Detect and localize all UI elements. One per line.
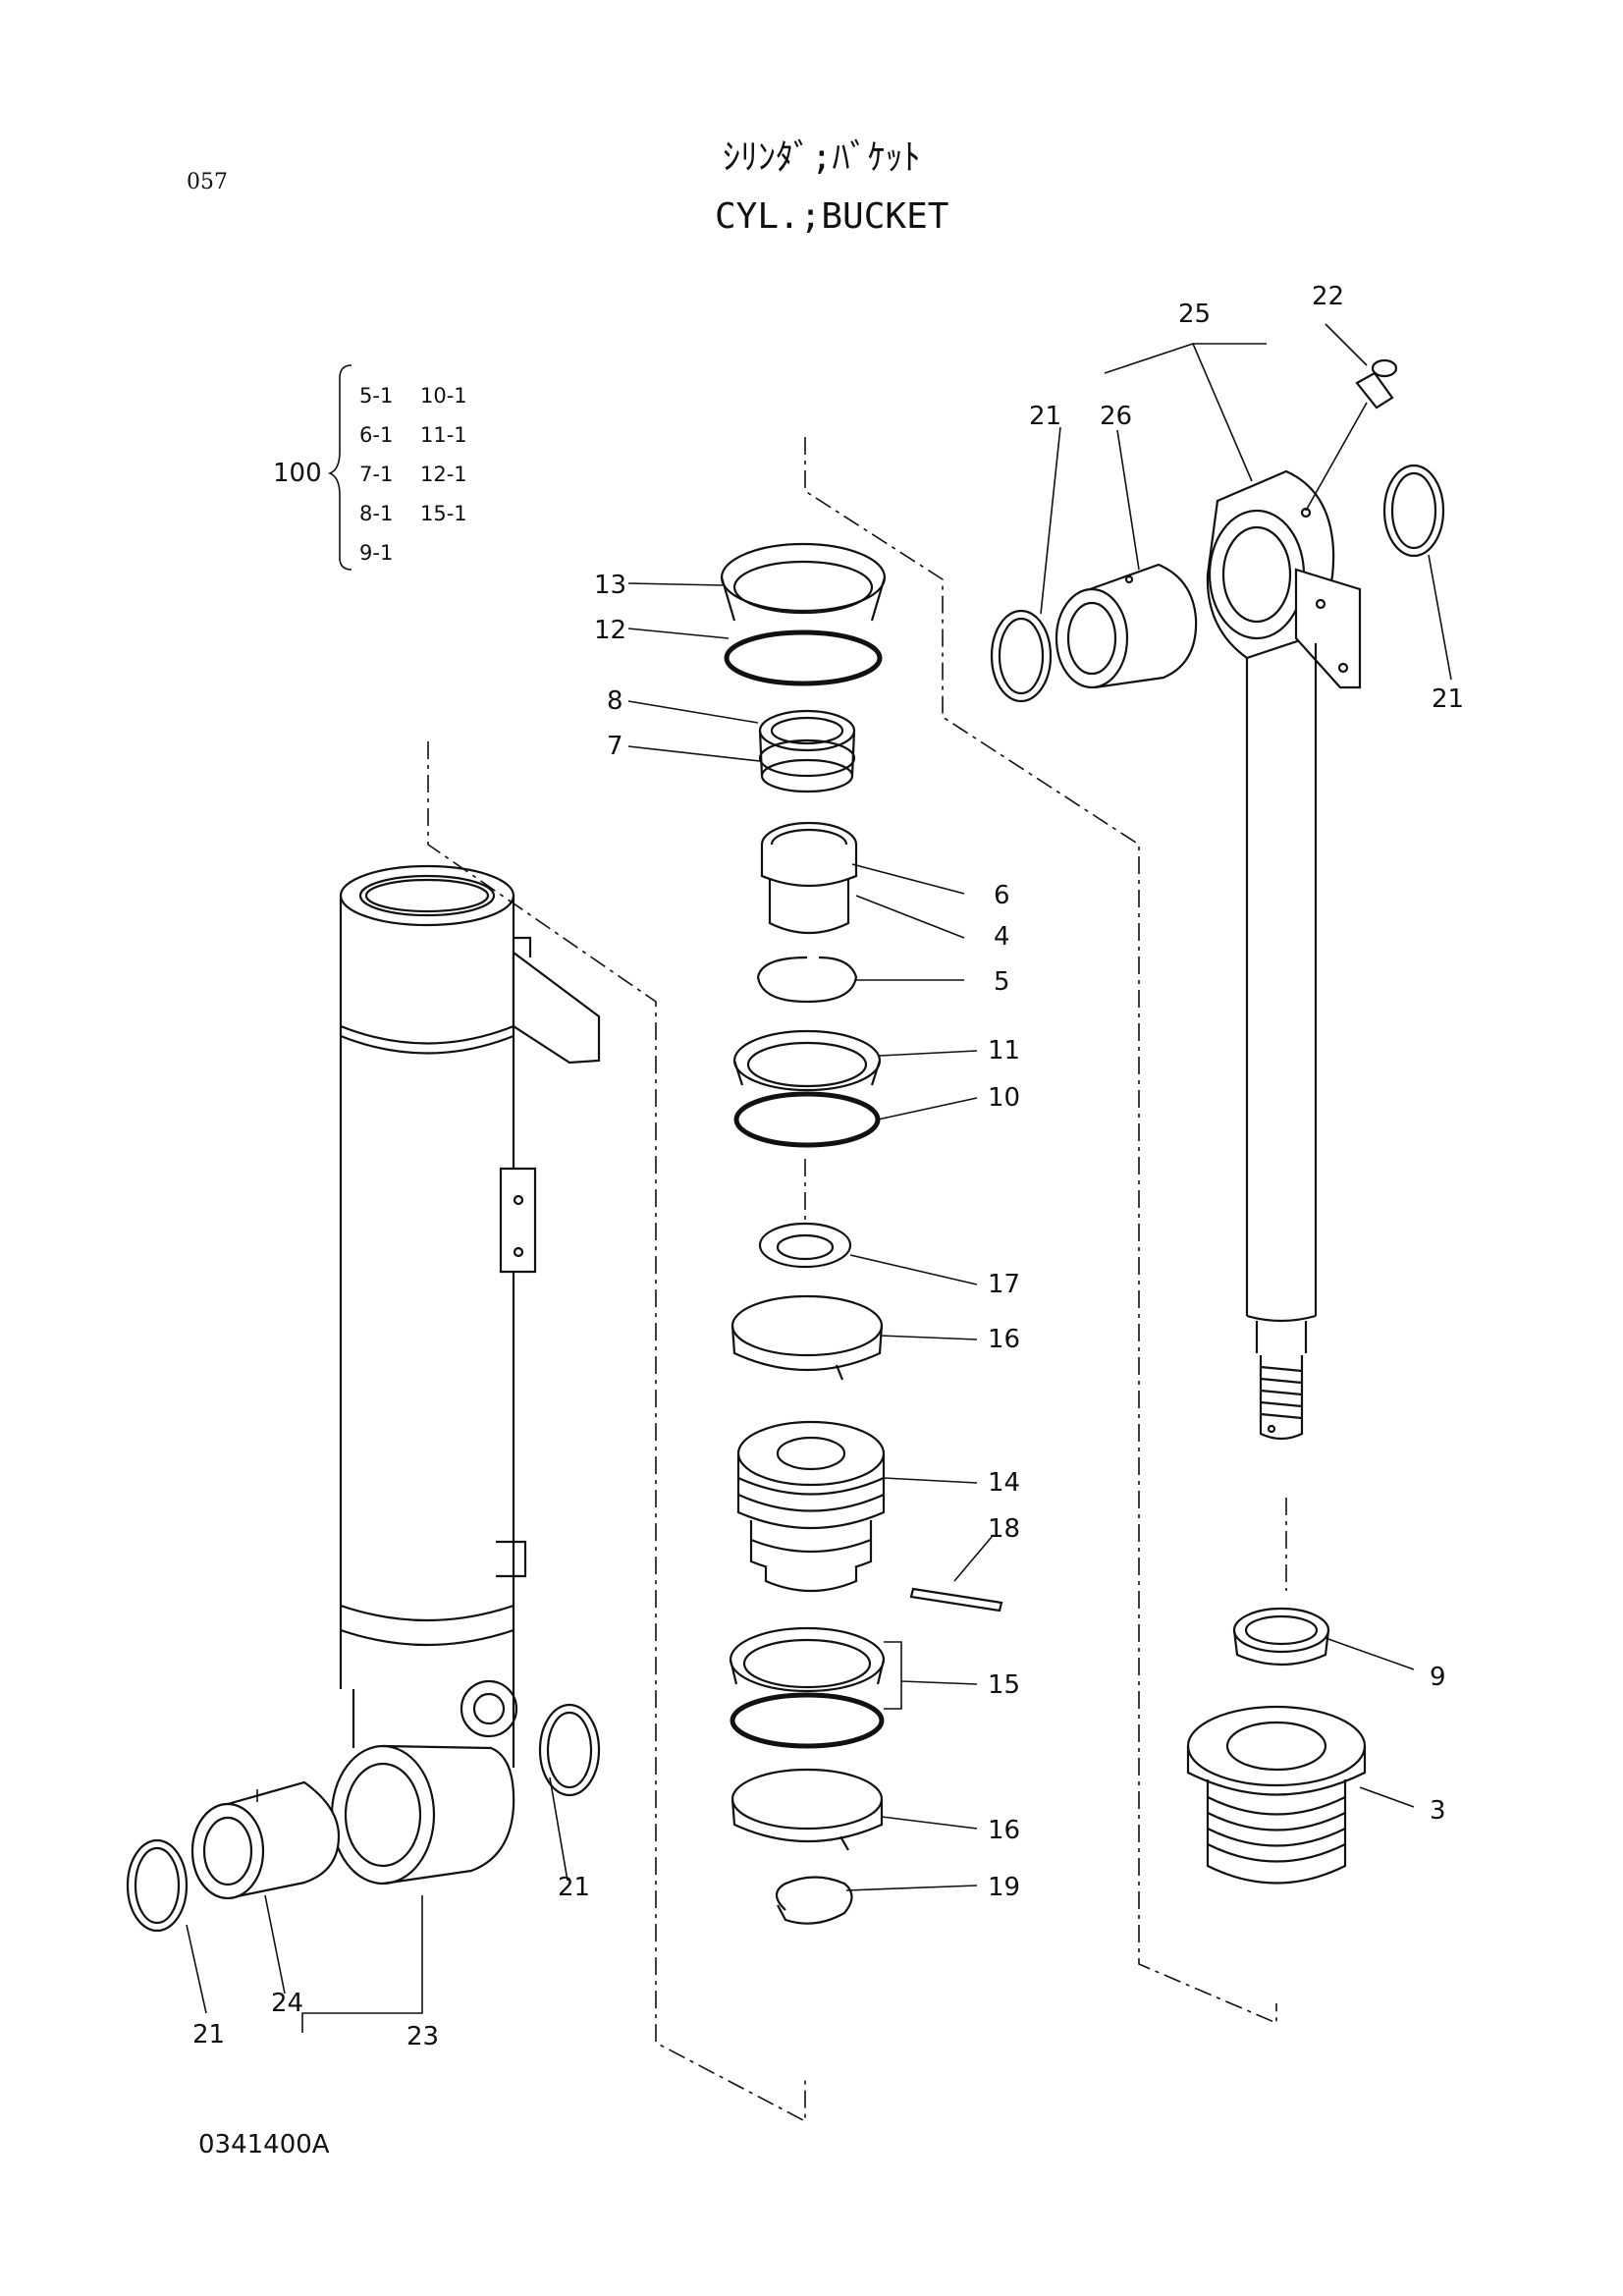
part-6-4-bushing — [760, 821, 858, 935]
callout-8: 8 — [607, 686, 623, 716]
callout-7: 7 — [607, 732, 623, 761]
kit-row-4-col-2: 15-1 — [420, 502, 467, 525]
title-english: CYL.;BUCKET — [715, 196, 948, 237]
callout-17: 17 — [988, 1270, 1020, 1299]
rod-eye-plate — [1294, 568, 1362, 689]
dust-seal-left — [126, 1838, 189, 1933]
callout-21-tube-right: 21 — [558, 1873, 590, 1902]
callouts: 13 12 8 7 6 4 5 11 10 17 16 14 18 15 16 … — [192, 282, 1464, 2051]
callout-14: 14 — [988, 1468, 1020, 1498]
callout-10: 10 — [988, 1083, 1020, 1113]
callout-24: 24 — [271, 1989, 303, 2018]
part-16-wear-ring-lower — [730, 1768, 884, 1851]
title-japanese: ｼﾘﾝﾀﾞ;ﾊﾞｹｯﾄ — [723, 137, 921, 178]
part-5-snap-ring — [756, 956, 858, 1004]
part-22-grease-fitting — [1300, 358, 1398, 519]
callout-22: 22 — [1312, 282, 1344, 311]
part-3-rod-cover — [1186, 1705, 1367, 1885]
page-number: 057 — [187, 170, 228, 194]
part-16-wear-ring-upper — [730, 1294, 884, 1381]
part-15-piston-seal — [729, 1626, 886, 1749]
callout-26: 26 — [1100, 402, 1132, 431]
callout-12: 12 — [594, 616, 626, 645]
callout-21-rod-left: 21 — [1029, 402, 1061, 431]
kit-row-1-col-1: 5-1 — [359, 384, 393, 408]
callout-18: 18 — [988, 1514, 1020, 1544]
leader-lines — [186, 323, 1452, 2033]
part-18-pin — [909, 1587, 1003, 1613]
callout-9: 9 — [1430, 1663, 1446, 1692]
dust-seal-tube-right — [538, 1703, 601, 1797]
kit-table: 100 5-1 10-1 6-1 11-1 7-1 12-1 8-1 15-1 … — [273, 364, 467, 571]
callout-23: 23 — [406, 2022, 439, 2051]
piston-rod — [1206, 469, 1362, 1441]
kit-row-2-col-1: 6-1 — [359, 423, 393, 447]
part-10-o-ring — [733, 1091, 881, 1148]
kit-row-5-col-1: 9-1 — [359, 541, 393, 565]
dust-seal-rod-right — [1382, 464, 1445, 558]
part-12-o-ring — [724, 629, 883, 686]
tube-port-boss — [460, 1679, 518, 1738]
callout-25: 25 — [1178, 300, 1211, 329]
kit-number: 100 — [273, 459, 322, 488]
callout-21-tube-left: 21 — [192, 2020, 225, 2050]
part-8-7-seal — [758, 709, 856, 793]
tube-eye — [330, 1744, 436, 1886]
dust-seal-rod-left — [990, 609, 1053, 703]
kit-row-4-col-1: 8-1 — [359, 502, 393, 525]
kit-row-1-col-2: 10-1 — [420, 384, 467, 408]
callout-3: 3 — [1430, 1796, 1446, 1826]
drawing-number: 0341400A — [198, 2130, 330, 2159]
callout-4: 4 — [994, 922, 1010, 952]
part-17-cushion-ring — [758, 1222, 852, 1269]
callout-21-rod-right: 21 — [1432, 684, 1464, 714]
callout-16-upper: 16 — [988, 1325, 1020, 1354]
part-19-retaining-ring — [775, 1876, 853, 1925]
part-9-rod-seal — [1232, 1607, 1330, 1667]
kit-row-3-col-1: 7-1 — [359, 463, 393, 486]
kit-brace — [327, 364, 352, 571]
callout-19: 19 — [988, 1873, 1020, 1902]
tube-upper-bracket — [512, 950, 601, 1065]
callout-16-lower: 16 — [988, 1816, 1020, 1845]
callout-13: 13 — [594, 571, 626, 600]
tube-bushing — [190, 1780, 341, 1900]
kit-row-3-col-2: 12-1 — [420, 463, 467, 486]
part-14-piston — [736, 1420, 886, 1593]
part-13-wiper-ring — [720, 542, 887, 622]
callout-6: 6 — [994, 881, 1010, 910]
callout-5: 5 — [994, 967, 1010, 997]
callout-11: 11 — [988, 1036, 1020, 1066]
tube-side-plate — [499, 1167, 537, 1274]
part-11-backup-ring — [732, 1029, 882, 1092]
cylinder-tube — [330, 864, 601, 1886]
callout-15: 15 — [988, 1670, 1020, 1700]
kit-row-2-col-2: 11-1 — [420, 423, 467, 447]
assembly-centerlines — [427, 437, 1287, 2123]
part-26-rod-bushing — [1055, 563, 1198, 689]
